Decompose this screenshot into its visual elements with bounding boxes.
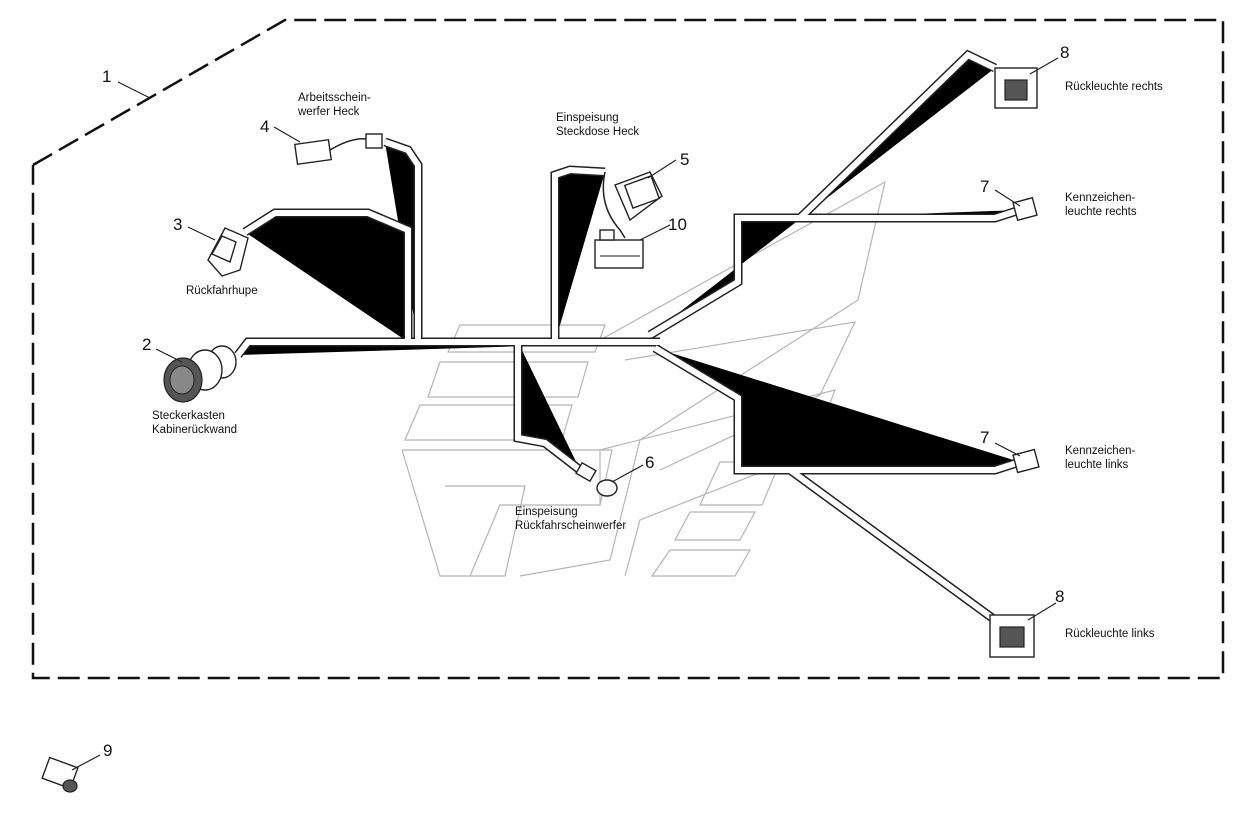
connector-7-number-plate-right xyxy=(1012,196,1038,222)
callout-number-6: 6 xyxy=(645,453,654,472)
connector-8-tail-light-left xyxy=(989,614,1035,658)
connector-8-tail-light-right xyxy=(994,67,1038,109)
label-4: Arbeitsschein- werfer Heck xyxy=(297,92,374,118)
label-8-right: Rückleuchte rechts xyxy=(1065,81,1163,93)
label-7-right: Kennzeichen- leuchte rechts xyxy=(1065,192,1139,218)
connector-2-round-plug xyxy=(163,345,237,403)
leader-lines xyxy=(71,57,1059,771)
label-2: Steckerkasten Kabinerückwand xyxy=(152,410,237,436)
connector-5-socket-feed xyxy=(614,171,663,222)
callout-number-7-right: 7 xyxy=(980,177,989,196)
label-6: Einspeisung Rückfahrscheinwerfer xyxy=(515,506,626,532)
connector-6-reversing-light-plug xyxy=(575,461,618,497)
connector-9-loose-plug xyxy=(41,756,79,793)
connector-3-horn-plug xyxy=(207,227,249,277)
label-5: Einspeisung Steckdose Heck xyxy=(556,112,639,138)
callout-number-8-right: 8 xyxy=(1060,43,1069,62)
callout-number-7-left: 7 xyxy=(980,428,989,447)
callout-number-10: 10 xyxy=(668,215,687,234)
callout-number-9: 9 xyxy=(103,741,112,760)
callout-number-5: 5 xyxy=(680,150,689,169)
callout-number-1: 1 xyxy=(102,67,111,86)
callout-number-3: 3 xyxy=(173,215,182,234)
label-3: Rückfahrhupe xyxy=(186,285,258,297)
callout-number-4: 4 xyxy=(260,117,269,136)
wire-harness xyxy=(234,49,1022,624)
connector-7-number-plate-left xyxy=(1012,448,1040,474)
callout-number-8-left: 8 xyxy=(1055,587,1064,606)
label-8-left: Rückleuchte links xyxy=(1065,628,1155,640)
harness-frame-dashed xyxy=(31,18,1225,680)
label-7-left: Kennzeichen- leuchte links xyxy=(1065,445,1139,471)
connector-10-socket-feed xyxy=(594,229,644,269)
connector-4-work-light-plug xyxy=(293,133,383,166)
callout-number-2: 2 xyxy=(142,335,151,354)
